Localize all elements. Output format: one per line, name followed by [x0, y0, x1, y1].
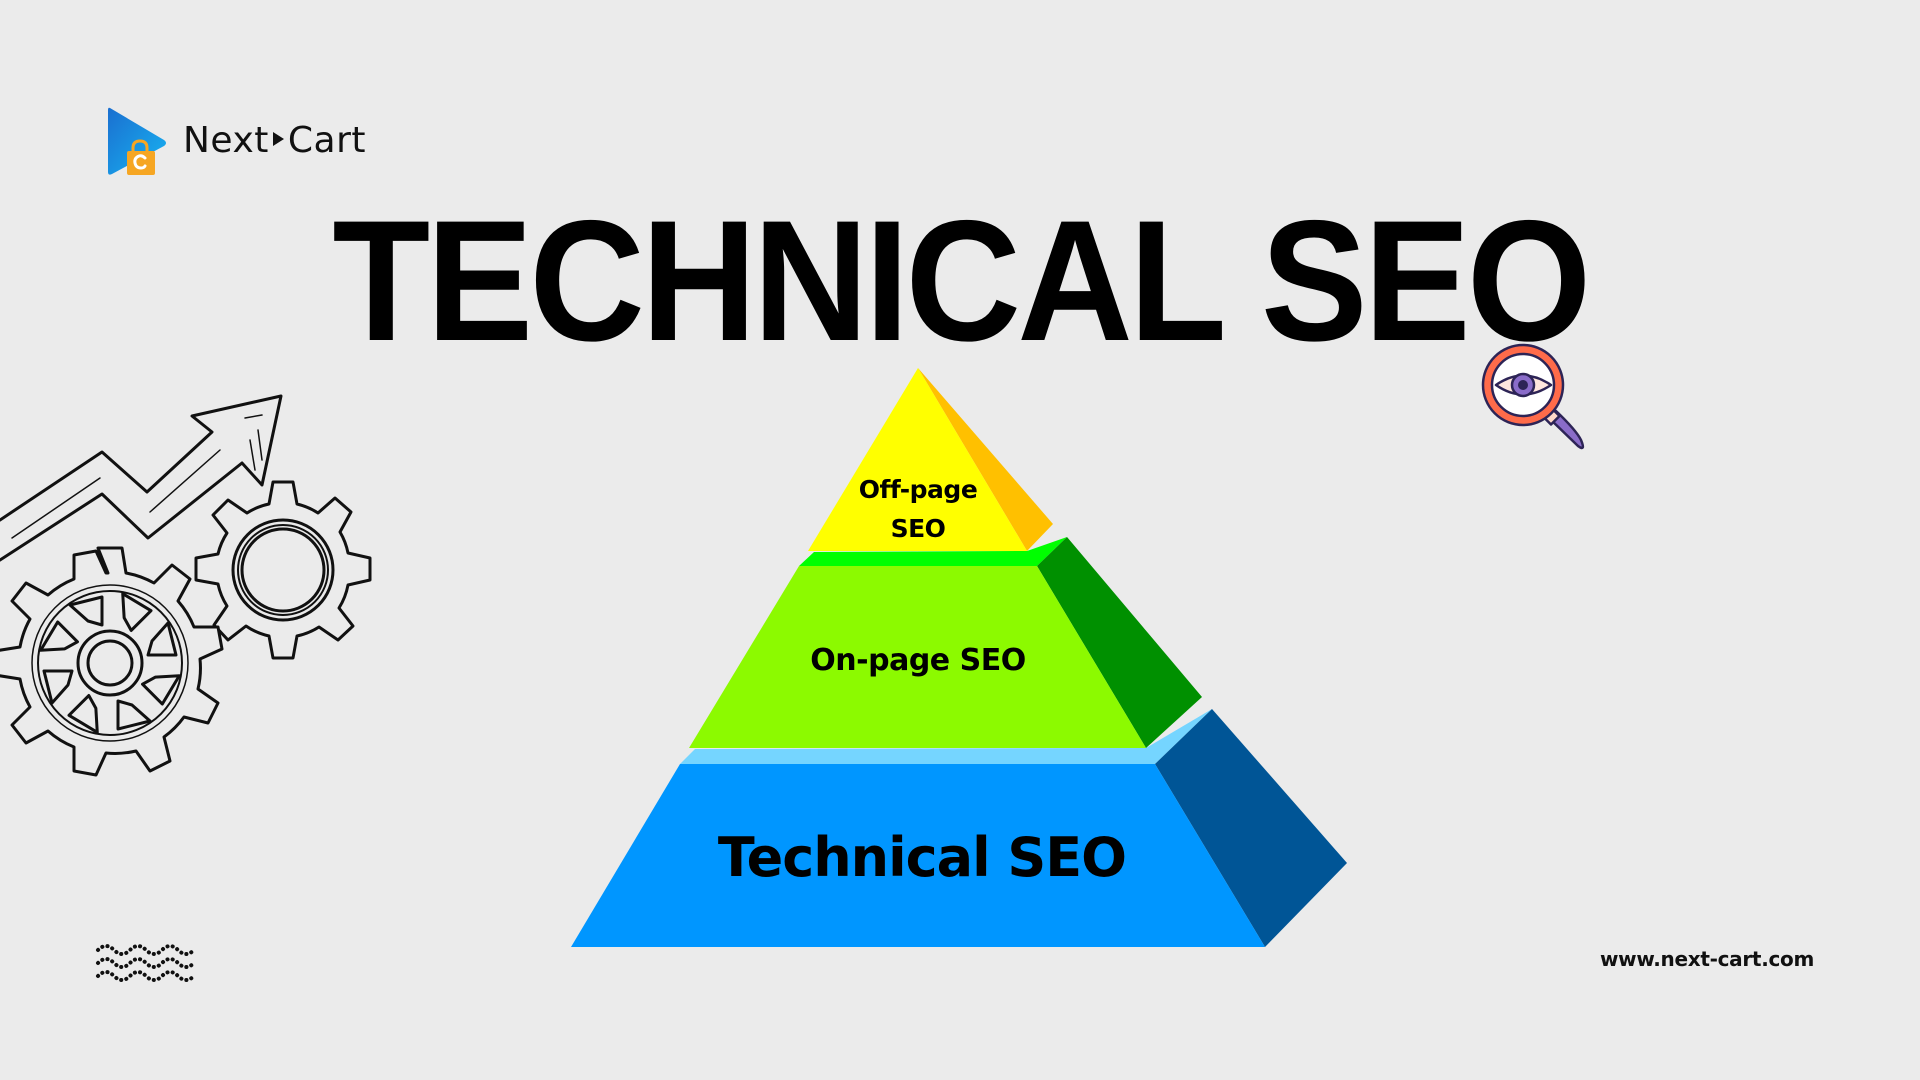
page-title: TECHNICAL SEO: [332, 185, 1591, 377]
offpage-tier-side: [918, 368, 1053, 551]
seo-pyramid: [571, 368, 1347, 947]
onpage-tier-front: [689, 566, 1146, 748]
gears-with-rising-arrow-icon: [0, 394, 372, 777]
technical-tier-front: [571, 764, 1265, 947]
next-cart-logo-icon: [108, 107, 166, 175]
offpage-seo-label: Off-page SEO: [818, 470, 1018, 548]
onpage-seo-label: On-page SEO: [810, 643, 1026, 678]
onpage-tier-side: [1037, 537, 1202, 748]
play-arrow-icon: [272, 132, 284, 146]
offpage-label-line1: Off-page: [858, 475, 978, 504]
technical-tier-top: [680, 709, 1212, 764]
brand-name-part1: Next: [183, 120, 269, 161]
brand-name: Next Cart: [183, 120, 366, 161]
dotted-waves-pattern: [96, 944, 196, 982]
offpage-label-line2: SEO: [890, 514, 946, 543]
offpage-tier-front: [808, 368, 1027, 551]
website-url[interactable]: www.next-cart.com: [1600, 947, 1815, 971]
brand-logo: Next Cart: [107, 106, 397, 178]
technical-tier-side: [1155, 709, 1347, 947]
onpage-tier-top: [799, 537, 1067, 566]
magnifier-eye-icon: [1481, 343, 1585, 450]
technical-seo-label: Technical SEO: [717, 826, 1127, 889]
brand-name-part2: Cart: [287, 120, 366, 161]
